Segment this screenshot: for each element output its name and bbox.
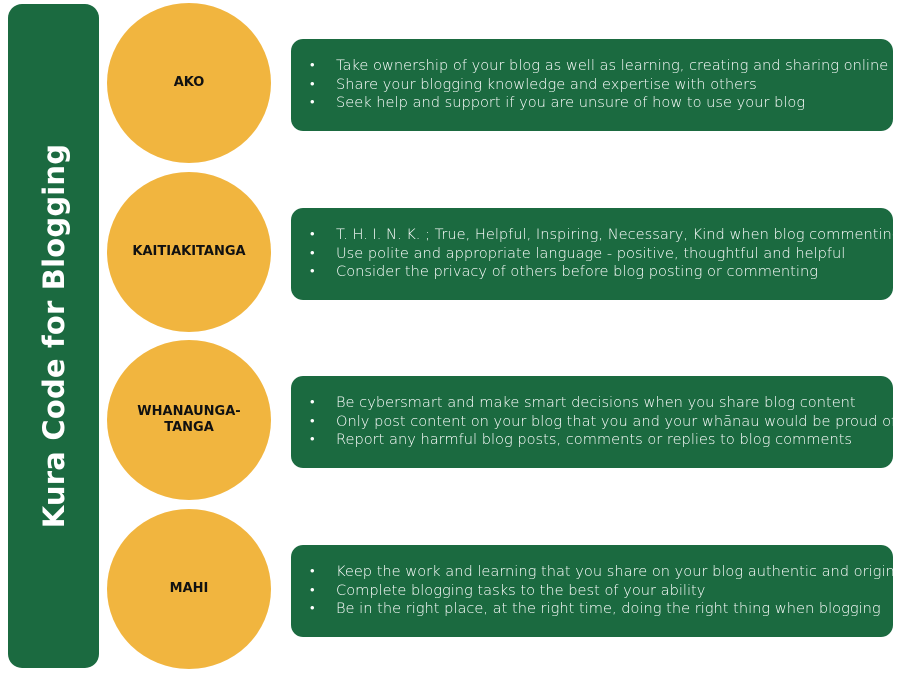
guideline-item: Only post content on your blog that you … <box>306 413 896 432</box>
value-circle: WHANAUNGA- TANGA <box>107 340 271 500</box>
value-circle: KAITIAKITANGA <box>107 172 271 332</box>
guideline-item: Report any harmful blog posts, comments … <box>306 431 893 450</box>
guideline-card: Keep the work and learning that you shar… <box>291 545 908 637</box>
value-label: AKO <box>173 75 205 90</box>
guideline-card: Be cybersmart and make smart decisions w… <box>291 376 896 468</box>
guideline-item: Use polite and appropriate language - po… <box>306 245 893 264</box>
value-row-ako: AKO Take ownership of your blog as well … <box>0 3 915 163</box>
value-circle: AKO <box>107 3 271 163</box>
value-row-whanaungatanga: WHANAUNGA- TANGA Be cybersmart and make … <box>0 340 915 500</box>
value-row-kaitiakitanga: KAITIAKITANGA T. H. I. N. K. ; True, Hel… <box>0 172 915 332</box>
guideline-item: Be in the right place, at the right time… <box>306 600 893 619</box>
guideline-item: Be cybersmart and make smart decisions w… <box>306 394 893 413</box>
guideline-card: Take ownership of your blog as well as l… <box>291 39 893 131</box>
value-label: KAITIAKITANGA <box>132 244 246 259</box>
value-row-mahi: MAHI Keep the work and learning that you… <box>0 509 915 669</box>
guideline-item: Seek help and support if you are unsure … <box>306 94 893 113</box>
guideline-item: Consider the privacy of others before bl… <box>306 263 893 282</box>
guideline-item: Share your blogging knowledge and expert… <box>306 76 893 95</box>
guideline-item: Keep the work and learning that you shar… <box>306 563 908 582</box>
value-circle: MAHI <box>107 509 271 669</box>
value-label: MAHI <box>169 581 209 596</box>
guideline-item: T. H. I. N. K. ; True, Helpful, Inspirin… <box>306 226 901 245</box>
guideline-card: T. H. I. N. K. ; True, Helpful, Inspirin… <box>291 208 901 300</box>
title-banner: Kura Code for Blogging <box>8 4 99 668</box>
guideline-item: Complete blogging tasks to the best of y… <box>306 582 893 601</box>
value-label: WHANAUNGA- TANGA <box>137 404 241 435</box>
guideline-item: Take ownership of your blog as well as l… <box>306 57 893 76</box>
